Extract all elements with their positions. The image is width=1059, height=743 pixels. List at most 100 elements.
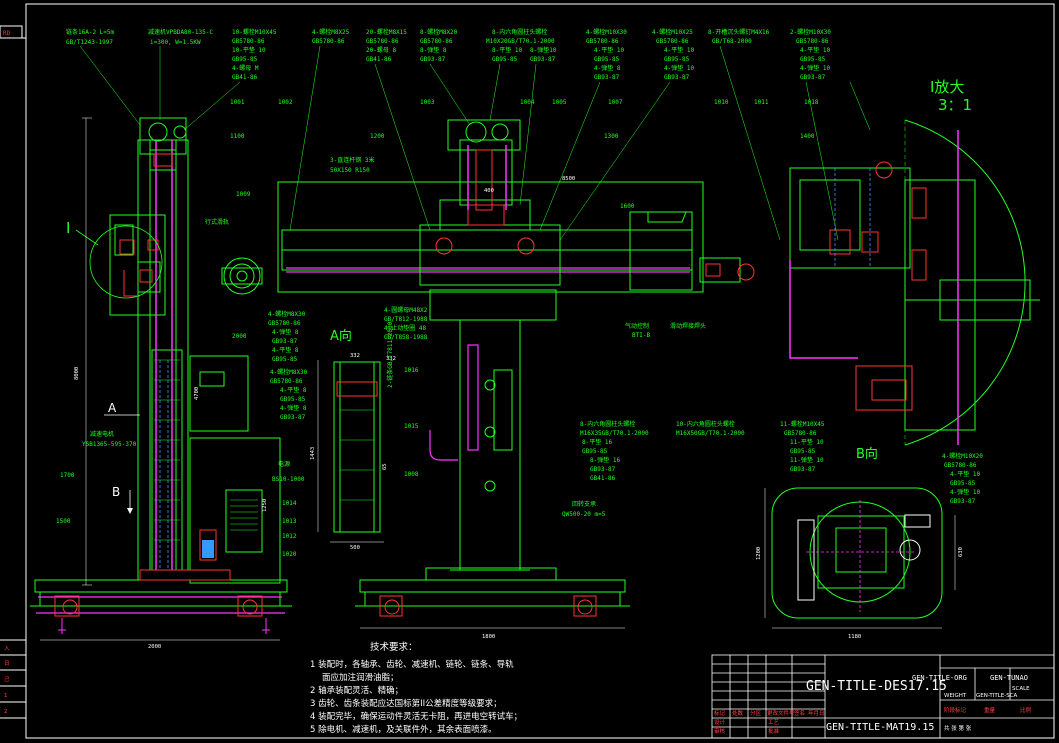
- callout-bolt-b1: 4-螺栓M8X25: [312, 28, 350, 36]
- callout-bolt-d1: 8-螺栓M8X20: [420, 28, 458, 36]
- technical-notes: 技术要求： 1 装配时，各轴承、齿轮、减速机、链轮、链条、导轨 面应加注润滑油脂…: [310, 641, 522, 735]
- notes-title: 技术要求：: [370, 641, 418, 653]
- left-strip-3: 1: [4, 693, 8, 699]
- label-power: 电源: [278, 460, 290, 468]
- part-2000: 2000: [232, 333, 247, 340]
- callout-chain: 链条16A-2 L=5m: [66, 28, 115, 36]
- tb-role-3: 批准: [768, 727, 780, 735]
- callout-bolt-a2: GB5780-86: [232, 38, 265, 45]
- part-1001: 1001: [230, 99, 245, 106]
- part-1400: 1400: [800, 133, 815, 140]
- midr-41: 11-弹垫 10: [790, 456, 824, 464]
- midr-39: 11-平垫 10: [790, 438, 824, 446]
- detail-ref-I: I: [66, 219, 70, 237]
- tb-row-2: 分区: [750, 709, 762, 717]
- detail-circle-I: [89, 225, 163, 299]
- midr-43: 4-螺栓M10X20: [942, 452, 983, 460]
- callout-bolt-d4: GB93-87: [420, 56, 446, 63]
- midr-27: GB95-85: [582, 448, 608, 455]
- part-1012: 1012: [282, 533, 297, 540]
- callout-bolt-c4: GB41-86: [366, 56, 392, 63]
- dim-1180: 1180: [848, 634, 861, 640]
- view-b-label: B向: [856, 446, 878, 462]
- mid-0: 4-螺栓M8X30: [268, 310, 306, 318]
- tb-row-4: 签名: [794, 709, 805, 717]
- dim-1443: 1443: [310, 447, 316, 460]
- dim-8000: 8000: [74, 367, 80, 380]
- part-1600: 1600: [620, 203, 635, 210]
- tb-row-1: 处数: [732, 709, 744, 717]
- notes-line-2: 面应加注润滑油脂；: [322, 672, 399, 683]
- tb-organization: GEN-TITLE-ORG: [912, 674, 967, 682]
- midr-29: GB93-87: [590, 466, 616, 473]
- part-1018: 1018: [804, 99, 819, 106]
- dim-4700: 65: [382, 463, 388, 470]
- part-1005: 1005: [552, 99, 567, 106]
- dim-500: 4700: [194, 387, 200, 400]
- callout-bolt-e5: 8-弹垫10: [530, 46, 557, 54]
- mid-16: 4-平垫 8: [280, 386, 307, 394]
- tb-row-3: 更改文件号: [767, 709, 795, 717]
- callout-bolt-a4: GB95-85: [232, 56, 258, 63]
- callout-bolt-a6: GB41-86: [232, 74, 258, 81]
- midr-28: 8-弹垫 16: [590, 456, 620, 464]
- callout-bolt-e6: GB93-87: [530, 56, 556, 63]
- left-strip-4: 2: [4, 709, 8, 715]
- label-handwheel: 气动控制: [625, 322, 649, 330]
- tb-weight-value: GEN-TITLE-SCA: [976, 693, 1018, 699]
- label-welding-head-note: BTI-B: [632, 332, 650, 339]
- callout-screw-1: 8-开槽沉头螺钉M4X16: [708, 28, 770, 36]
- callout-bolt-f2: GB5780-86: [586, 38, 619, 45]
- mid-15: GB5780-86: [270, 378, 303, 385]
- tb-weight: WEIGHT: [944, 693, 967, 699]
- mid-19: GB93-87: [280, 414, 306, 421]
- part-1020: 1020: [282, 551, 297, 558]
- part-1003: 1003: [420, 99, 435, 106]
- mid-17: GB95-85: [280, 396, 306, 403]
- dim-332b: 332: [350, 353, 360, 359]
- top-callouts: 链条16A-2 L=5m GB/T1243-1997 减速机VPBDA80-13…: [66, 28, 831, 81]
- dim-65: 332: [386, 356, 396, 362]
- front-view: I: [30, 117, 755, 650]
- notes-line-1: 1 装配时，各轴承、齿轮、减速机、链轮、链条、导轨: [310, 659, 514, 670]
- midr-42: GB93-87: [790, 466, 816, 473]
- label-vert-arm: 3-直连杆钢 3米: [330, 156, 374, 164]
- callout-bolt-h4: GB95-85: [800, 56, 826, 63]
- callout-bolt-a5: 4-螺母 M: [232, 64, 259, 72]
- tb-col-0: 阶段标记: [944, 706, 967, 714]
- callout-bolt-c1: 20-螺栓M8X15: [366, 28, 407, 36]
- part-1013: 1013: [282, 518, 297, 525]
- mid-18: 4-弹垫 8: [280, 404, 307, 412]
- midr-40: GB95-85: [790, 448, 816, 455]
- midr-44: GB5780-86: [944, 462, 977, 469]
- left-strip-2: 己: [4, 676, 10, 683]
- dim-1250: 1250: [262, 499, 268, 512]
- callout-bolt-g4: GB95-85: [664, 56, 690, 63]
- mid-right-callouts: 8-内六角圆柱头螺栓 M16X35GB/T70.1-2000 8-平垫 16 G…: [580, 420, 983, 505]
- callout-bolt-g3: 4-平垫 10: [664, 46, 694, 54]
- mid-20: 4-圆螺母M48X2: [384, 306, 428, 314]
- callout-bolt-f5: 4-弹垫 8: [594, 64, 621, 72]
- tb-role-2: 工艺: [768, 719, 780, 726]
- tb-designation: GEN-TITLE-DES17.15: [806, 679, 947, 694]
- midr-45: 4-平垫 10: [950, 470, 980, 478]
- part-1200: 1200: [370, 133, 385, 140]
- tb-row-5: 年月日: [808, 709, 825, 717]
- tb-row-0: 标记: [714, 709, 726, 717]
- mid-1: GB5780-86: [268, 320, 301, 327]
- callout-bolt-e2: M10X20GB/T70.1-2000: [486, 38, 555, 45]
- part-1002: 1002: [278, 99, 293, 106]
- callout-bolt-h5: 4-弹垫 10: [800, 64, 830, 72]
- part-1016: 1016: [404, 367, 419, 374]
- callout-bolt-d2: GB5780-86: [420, 38, 453, 45]
- callout-bolt-d3: 8-弹垫 8: [420, 46, 447, 54]
- dim-2000: 2000: [148, 644, 161, 650]
- title-block: GEN-TITLE-DES17.15 GEN-TITLE-ORG GEN-TUN…: [711, 654, 1055, 739]
- callout-reducer-spec: i=300, W=1.5KW: [150, 39, 201, 46]
- callout-bolt-g2: GB5780-86: [656, 38, 689, 45]
- dim-400: 500: [350, 545, 360, 551]
- notes-line-6: 5 除电机、减速机，及关联件外，其余表面喷漆。: [310, 724, 497, 735]
- midr-26: 8-平垫 16: [582, 438, 612, 446]
- mid-21: GB/T812-1988: [384, 316, 428, 323]
- part-1008: 1008: [404, 471, 419, 478]
